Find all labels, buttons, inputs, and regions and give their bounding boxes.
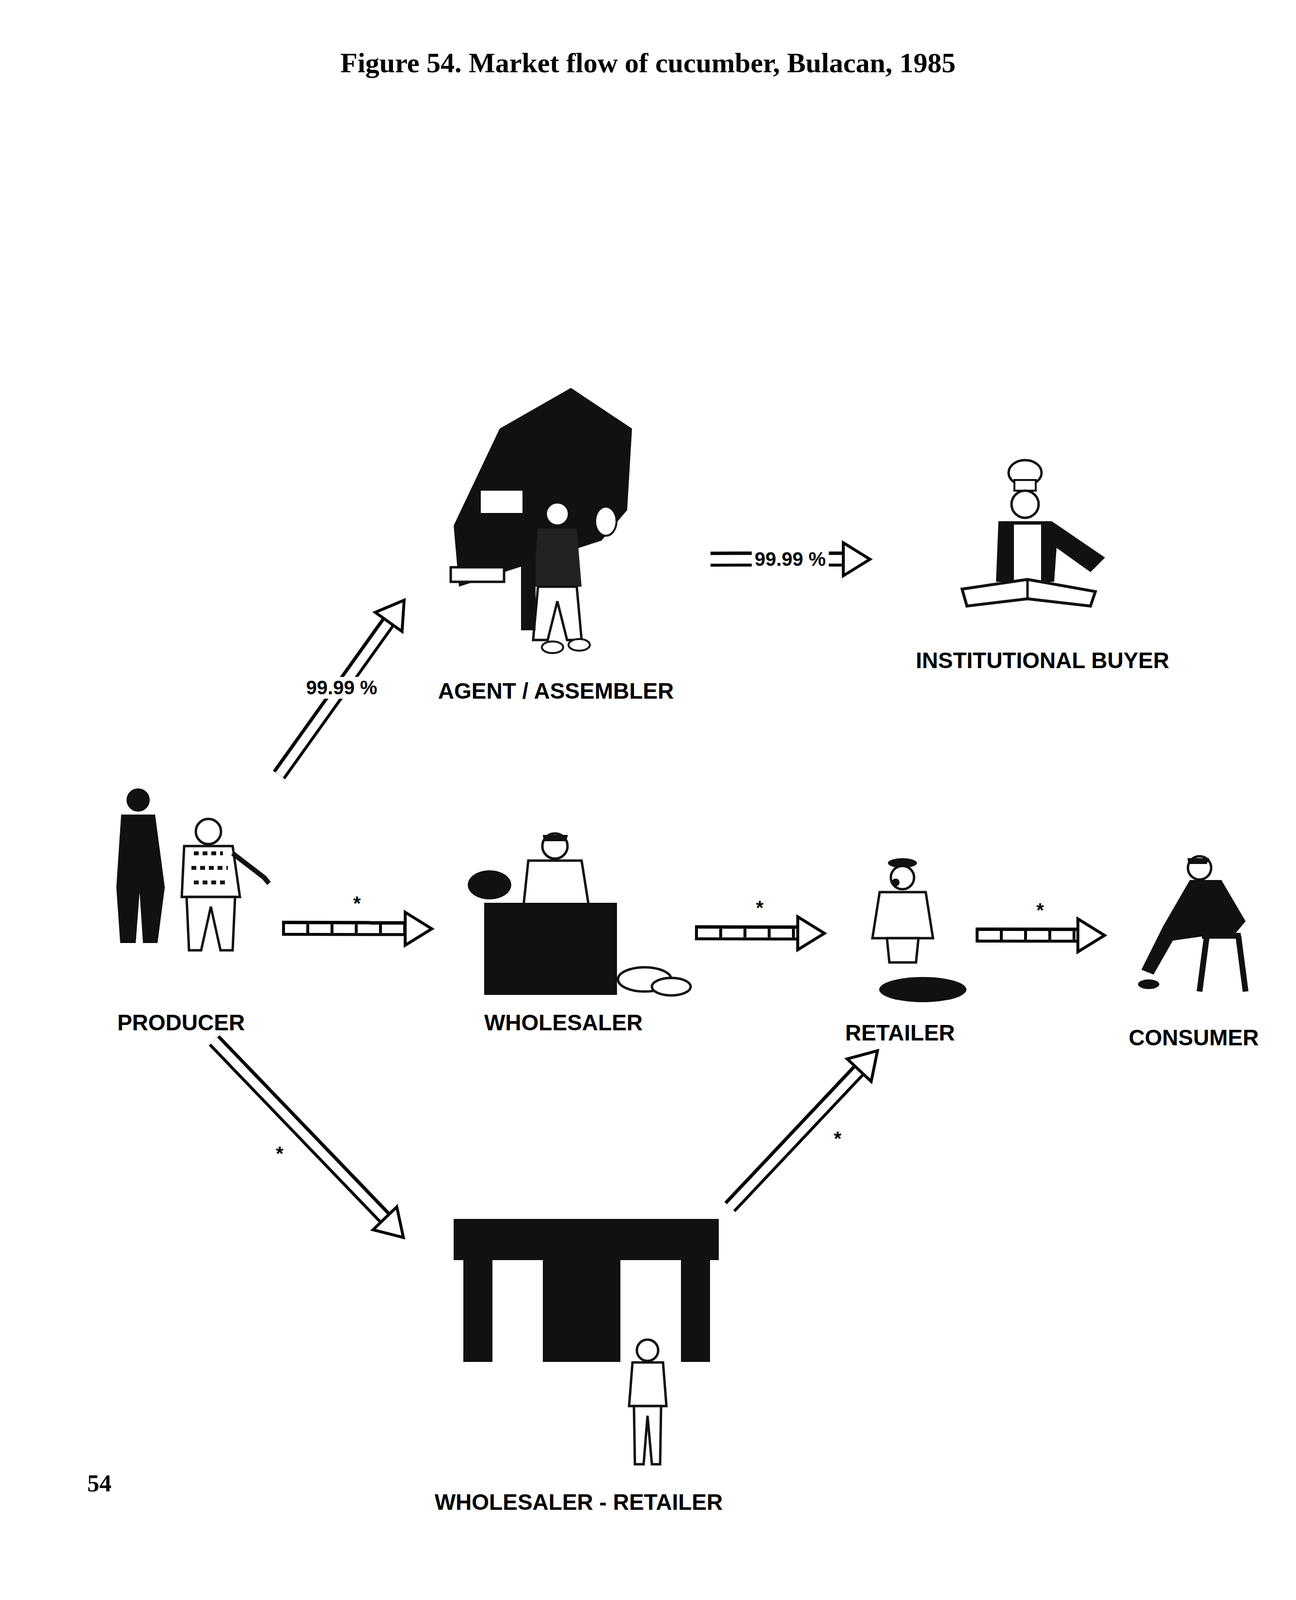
flow-arrow [726,1050,878,1207]
flow-arrow [282,912,432,946]
chef-figure [962,459,1106,606]
flow-share: * [753,896,767,919]
actor-label: AGENT / ASSEMBLER [435,677,677,704]
actor-label: PRODUCER [114,1009,248,1036]
flow-arrow [214,1036,404,1237]
flow-share: * [1033,899,1047,921]
actor-node: AGENT / ASSEMBLER [408,382,704,704]
flow-share: * [272,1142,287,1165]
wholesaler-figure [467,833,691,996]
actor-node: INSTITUTIONAL BUYER [876,453,1209,674]
flow-arrow [275,600,405,775]
flow-share: 99.99 % [303,676,381,699]
retailer-figure [872,857,967,1002]
actor-label: RETAILER [842,1019,959,1046]
actor-label: WHOLESALER [481,1009,646,1036]
actor-node: WHOLESALER - RETAILER [408,1211,750,1515]
consumer-figure [1137,855,1246,992]
flow-share: * [831,1127,845,1150]
flow-arrow [710,542,870,576]
flow-arrow [695,916,825,950]
actor-label: INSTITUTIONAL BUYER [912,647,1172,674]
actor-node: CONSUMER [1111,851,1277,1051]
flow-share: * [350,892,364,915]
actor-node: WHOLESALER [438,825,689,1036]
page-number: 54 [87,1468,112,1497]
stall-figure [453,1218,719,1464]
actor-node: PRODUCER [86,780,276,1036]
actor-label: CONSUMER [1125,1024,1262,1051]
truck-figure [450,387,633,587]
producer-figures [116,788,269,950]
flow-arrow [975,918,1105,952]
actor-node: RETAILER [831,851,969,1046]
actor-label: WHOLESALER - RETAILER [431,1488,727,1515]
figure-title: Figure 54. Market flow of cucumber, Bula… [0,46,1296,80]
assembler-man [521,502,590,653]
flow-share: 99.99 % [751,548,829,570]
